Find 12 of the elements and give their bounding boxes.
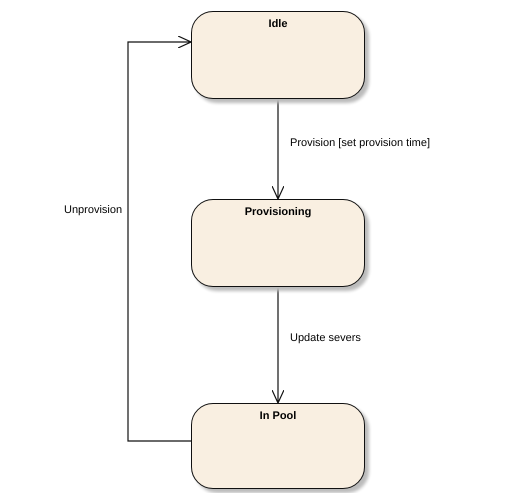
edge-label: Unprovision (64, 204, 122, 216)
edge-label: Provision [set provision time] (290, 137, 430, 149)
transition-arrow (127, 35, 192, 442)
state-name: Provisioning (244, 206, 312, 218)
state-box (191, 199, 365, 287)
state-name: In Pool (258, 410, 298, 422)
transition-arrow (271, 99, 285, 200)
edge-label: Update severs (290, 332, 361, 344)
state-box (191, 403, 365, 489)
transition-arrow (271, 287, 285, 404)
state-name: Idle (268, 18, 288, 30)
state-box (191, 11, 365, 99)
